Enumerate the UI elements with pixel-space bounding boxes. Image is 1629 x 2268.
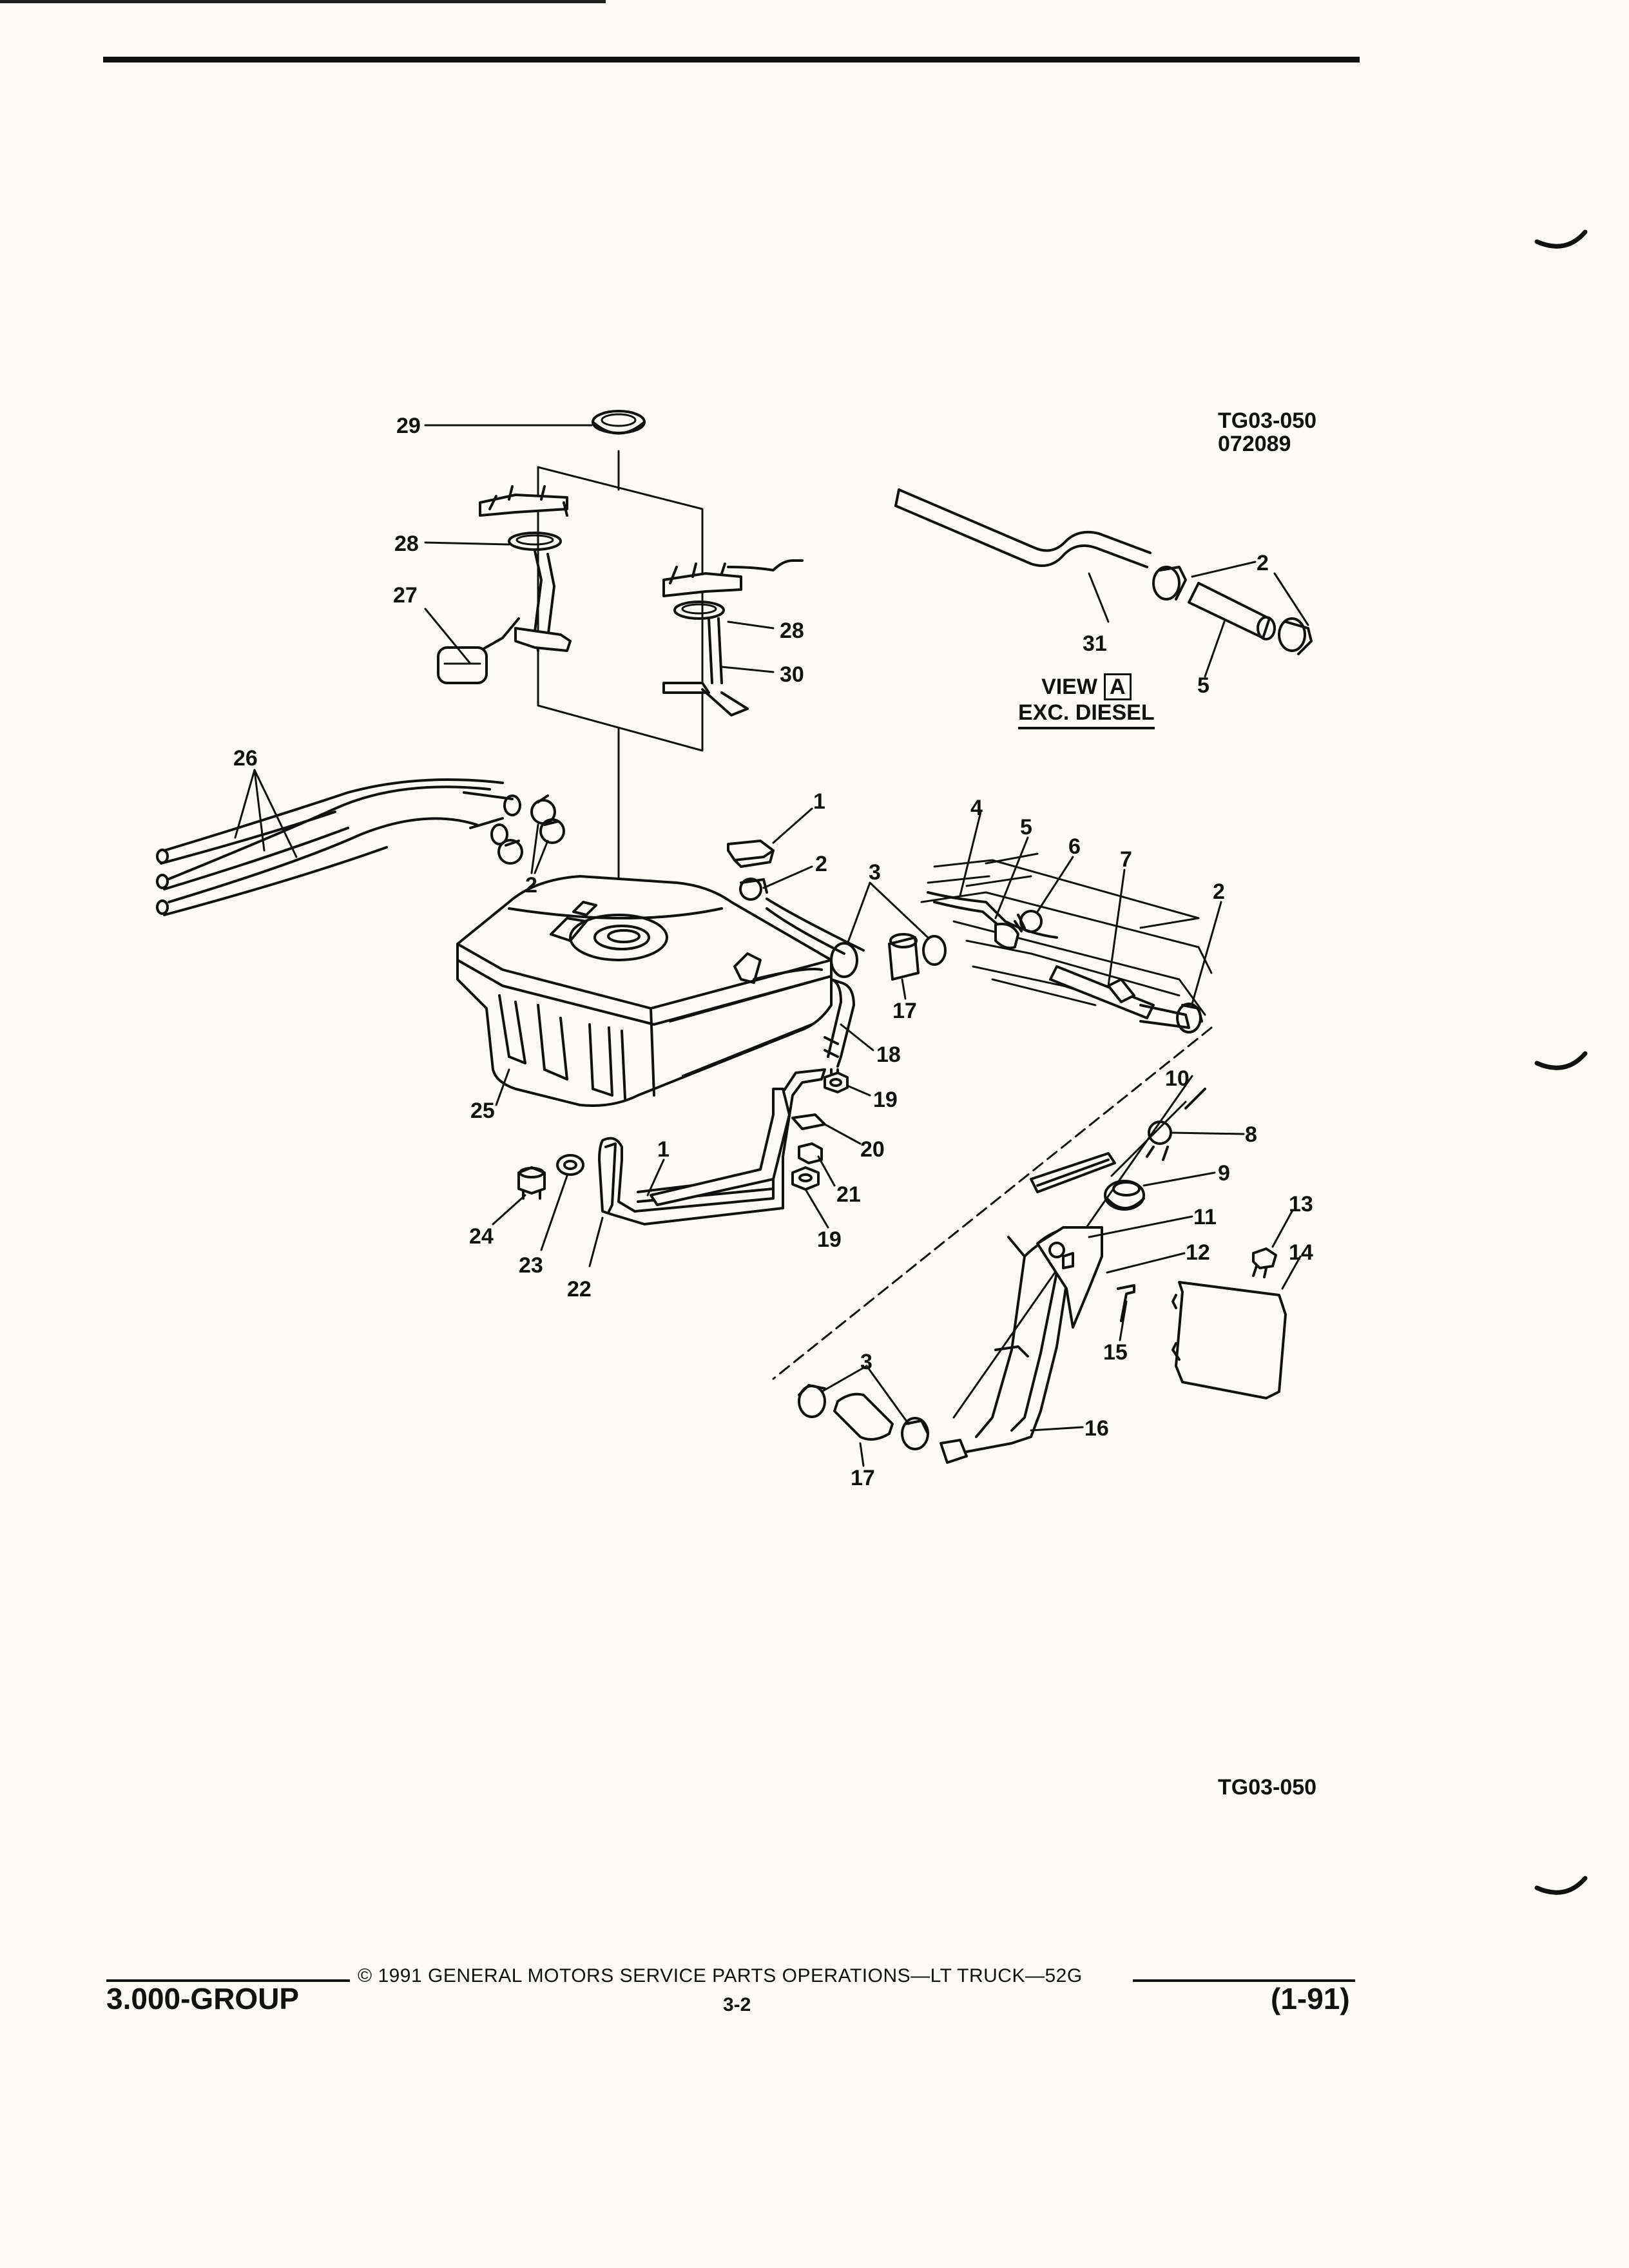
callout-15: 15	[1103, 1340, 1128, 1365]
callout-26: 26	[233, 746, 258, 771]
callout-31: 31	[1083, 631, 1107, 656]
figure-reference-bottom: TG03-050	[1218, 1775, 1317, 1800]
footer-rule-left	[106, 1979, 350, 1982]
callout-17-center: 17	[892, 999, 917, 1023]
callout-25: 25	[470, 1099, 495, 1123]
screw-part-15	[1117, 1284, 1135, 1322]
nut-part-19-lower	[791, 1166, 820, 1191]
callout-5-center: 5	[1020, 815, 1032, 840]
clamp-part-2-right	[1176, 1003, 1203, 1033]
hose-part-5-center	[994, 923, 1019, 950]
clamps-part-2-left	[497, 794, 565, 865]
bolt-part-12	[1062, 1252, 1074, 1269]
callout-7: 7	[1120, 847, 1132, 872]
callout-27: 27	[393, 583, 418, 608]
callout-17-lower: 17	[851, 1466, 875, 1490]
callout-20: 20	[860, 1137, 885, 1162]
callout-2-right: 2	[1213, 879, 1225, 904]
fuel-sender-assembly-right	[662, 559, 804, 716]
callout-22: 22	[567, 1277, 592, 1302]
callout-23: 23	[519, 1253, 543, 1278]
hose-part-17-center	[888, 933, 920, 981]
vent-hose-part-31	[894, 488, 1152, 568]
figure-reference-code: TG03-050	[1218, 408, 1317, 433]
gasket-part-10	[1030, 1152, 1116, 1193]
callout-5-view-a: 5	[1197, 673, 1210, 698]
callout-18: 18	[876, 1043, 901, 1067]
footer-rule-right	[1133, 1979, 1355, 1982]
fuel-lines-part-26	[156, 778, 521, 916]
bolt-part-24	[517, 1166, 546, 1200]
figure-reference-block: TG03-050 072089	[1218, 409, 1316, 456]
nut-part-13	[1252, 1247, 1277, 1278]
callout-24: 24	[469, 1224, 494, 1249]
top-edge-mark	[0, 0, 606, 3]
cap-part-9	[1104, 1180, 1145, 1211]
clamp-part-3-center	[830, 935, 947, 978]
callout-28-left: 28	[394, 532, 419, 556]
retainer-part-21	[798, 1142, 823, 1164]
view-a-hose-part-5	[1188, 582, 1276, 640]
callout-9: 9	[1218, 1161, 1230, 1186]
footer-group: 3.000-GROUP	[106, 1982, 300, 2015]
callout-21: 21	[836, 1182, 861, 1207]
view-note: EXC. DIESEL	[1018, 700, 1155, 729]
header-rule	[103, 57, 1360, 62]
fuel-tank-part-25	[456, 875, 833, 1107]
housing-part-11	[1036, 1226, 1103, 1329]
view-a-clamp-1	[1152, 566, 1187, 601]
callout-6: 6	[1068, 834, 1081, 859]
sender-inset-frame	[537, 466, 704, 752]
callout-16: 16	[1084, 1416, 1109, 1441]
nut-part-19-upper	[824, 1072, 849, 1093]
door-part-14	[1171, 1281, 1287, 1399]
callout-30: 30	[780, 662, 804, 687]
callout-3-center: 3	[869, 860, 881, 885]
bracket-part-1-lower	[650, 1088, 791, 1206]
callout-4: 4	[970, 796, 983, 820]
footer-copyright: © 1991 GENERAL MOTORS SERVICE PARTS OPER…	[358, 1965, 1083, 1986]
bolt-part-6	[1014, 910, 1043, 933]
hose-part-17-lower	[833, 1392, 894, 1441]
callout-13: 13	[1289, 1192, 1313, 1216]
view-word: VIEW	[1041, 674, 1097, 699]
binder-mark-3	[1534, 1876, 1588, 1895]
binder-mark-1	[1534, 229, 1588, 249]
clamp-part-3-lower-left	[798, 1384, 826, 1418]
callout-2-center: 2	[815, 852, 827, 876]
fuel-sender-assembly-left	[437, 485, 572, 684]
callout-14: 14	[1289, 1240, 1313, 1265]
dashed-leader	[772, 1026, 1213, 1380]
callout-19-upper: 19	[873, 1088, 898, 1112]
figure-reference-date: 072089	[1218, 432, 1291, 456]
callout-2-lines: 2	[525, 873, 537, 898]
filler-vent-hose	[766, 898, 865, 952]
view-a-caption: VIEW A EXC. DIESEL	[1018, 673, 1155, 729]
callout-11: 11	[1193, 1205, 1217, 1229]
view-a-clamp-2	[1278, 617, 1313, 655]
clamp-part-3-lower-right	[901, 1417, 929, 1450]
bracket-part-20	[791, 1113, 826, 1130]
footer-date-code: (1-91)	[1271, 1982, 1350, 2015]
vent-tube-part-7	[1049, 965, 1190, 1029]
callout-10: 10	[1165, 1066, 1190, 1091]
bracket-part-1-top	[727, 840, 775, 868]
callout-28-right: 28	[780, 619, 804, 643]
footer-page-number: 3-2	[723, 1994, 751, 2015]
binder-mark-2	[1534, 1051, 1588, 1070]
callout-1-top: 1	[813, 789, 825, 814]
callout-2-view-a: 2	[1257, 551, 1269, 575]
callout-19-lower: 19	[817, 1227, 842, 1252]
callout-1-lower: 1	[657, 1137, 670, 1162]
callout-12: 12	[1186, 1240, 1210, 1265]
washer-part-23	[556, 1154, 584, 1176]
callout-29: 29	[396, 414, 421, 438]
view-letter-box: A	[1103, 673, 1132, 700]
clamp-part-2-center	[739, 878, 768, 901]
callout-3-lower: 3	[860, 1350, 872, 1374]
lock-ring-part-29	[592, 410, 646, 435]
vent-line-part-4	[927, 891, 1058, 939]
callout-8: 8	[1245, 1122, 1257, 1147]
